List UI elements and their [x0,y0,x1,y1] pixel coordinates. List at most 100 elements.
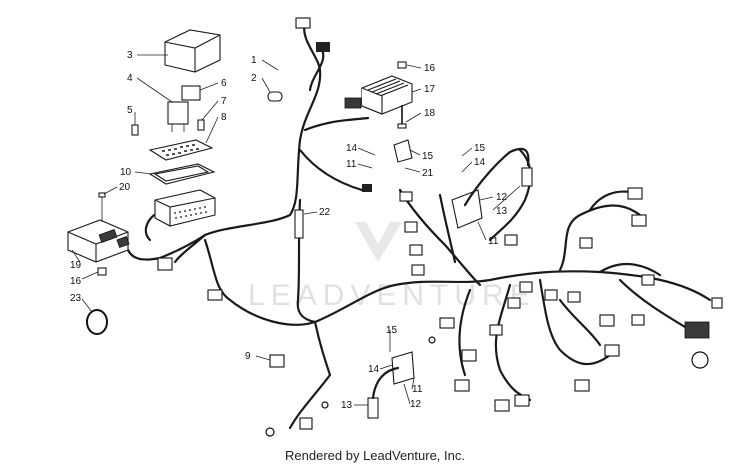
callouts: 1 2 3 4 5 6 7 8 10 20 19 16 23 22 9 16 1… [70,50,521,411]
connector-c15 [604,344,620,357]
callout-3: 3 [127,50,133,61]
leader-11c [411,377,415,390]
cable-13-lower [371,366,400,400]
callout-22: 22 [319,207,331,218]
callout-14b: 14 [474,157,486,168]
connector-c20 [631,214,647,227]
connector-c11 [544,289,558,301]
main-harness [126,20,712,430]
callout-15a: 15 [422,151,434,162]
regulator-connector [344,97,362,109]
callout-23: 23 [70,293,82,304]
leader-7 [201,100,219,121]
leader-21 [404,167,421,173]
ecu-edges [67,231,129,262]
connector-c12 [567,291,581,303]
leader-17 [411,88,422,93]
connectors [157,17,723,437]
callout-17: 17 [424,84,436,95]
connector-top-2 [316,42,330,52]
callout-10: 10 [120,167,132,178]
connector-c10 [519,281,533,293]
callout-5: 5 [127,105,133,116]
harness-branch-lower-center [494,283,532,402]
leader-19 [71,249,81,263]
callout-9: 9 [245,351,251,362]
regulator-fins [367,78,409,97]
connector-9 [269,354,285,368]
leader-11a [357,163,373,169]
harness-branch-center-2 [438,193,457,264]
rendered-by-footer: Rendered by LeadVenture, Inc. [285,448,465,463]
leader-15b [461,147,473,157]
connector-c6 [461,349,477,362]
callout-2: 2 [251,73,257,84]
callout-12a: 12 [496,192,508,203]
connector-top-1 [295,17,311,29]
callout-20: 20 [119,182,131,193]
callout-7: 7 [221,96,227,107]
harness-branch-ecu [126,233,207,264]
callout-8: 8 [221,112,227,123]
connector-c23 [631,314,645,326]
callout-13a: 13 [496,206,508,217]
harness-branch-right-mid [598,262,662,277]
connector-left-1 [207,289,223,301]
connector-c18 [514,394,530,407]
relay [167,101,189,125]
callout-11c: 11 [412,384,423,395]
callout-15b: 15 [474,143,486,154]
ecu-bolt-head [98,192,106,198]
leader-14a [357,147,376,156]
fuse-holder-plate [148,139,214,161]
leader-1 [261,59,279,71]
bracket-21 [393,139,413,163]
callout-6: 6 [221,78,227,89]
callout-1: 1 [251,55,257,66]
connector-c16 [574,379,590,392]
harness-branch-top [308,48,325,92]
connector-c5 [439,317,455,329]
harness-branch-bottom-left [288,320,332,430]
harness-branch-regulator [303,116,370,132]
fuse-box-base-edges [154,197,216,226]
relay-pins [171,124,185,132]
fuse-holder-13-upper [521,167,533,187]
callout-18: 18 [424,108,436,119]
connector-2 [267,91,283,102]
fuse-box-assembly [131,29,221,227]
connector-c14 [599,314,615,327]
callout-14a: 14 [346,143,358,154]
leader-11b [477,221,487,241]
fuse-left [131,124,139,136]
fuse-box-gasket-inner [153,165,210,182]
leader-14b [461,161,473,173]
ring-terminal-15 [428,336,436,344]
leader-6 [199,82,219,91]
fuse-holder-grid [162,144,199,156]
callout-19: 19 [70,260,82,271]
leader-23 [81,298,93,313]
mini-relay [181,85,201,101]
harness-branch-center-up [398,188,482,287]
fuse-holder-13-lower [367,397,379,419]
grommet-ring [86,309,108,335]
leader-13a [492,185,521,211]
connector-bottom-1 [299,417,313,430]
harness-branch-right-lower [618,278,692,332]
callout-11b: 11 [488,236,499,247]
connector-c9 [507,297,521,309]
ring-terminal [265,427,275,437]
connector-c17 [494,399,510,412]
connector-c7 [454,379,470,392]
harness-branch-right-up [558,204,642,272]
voltage-regulator [344,61,413,129]
connector-c25 [684,321,710,339]
harness-trunk-center [313,270,712,324]
harness-branch-lower-mid [458,288,472,377]
leader-4 [136,77,173,103]
callout-12b: 12 [410,399,422,410]
callout-15c: 15 [386,325,398,336]
callout-16a: 16 [70,276,82,287]
